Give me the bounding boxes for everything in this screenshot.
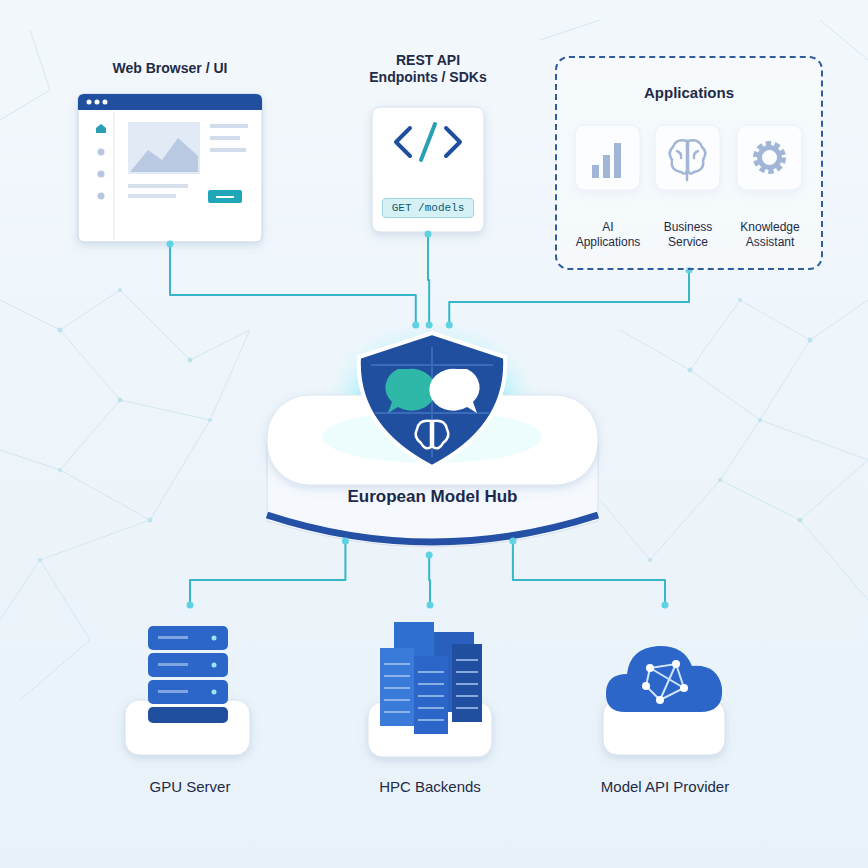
browser-ui-box: Web Browser / UI bbox=[70, 60, 270, 244]
hub-platform: European Model Hub bbox=[265, 325, 600, 555]
backend-box: HPC Backends bbox=[340, 605, 520, 797]
api-card: REST API Endpoints / SDKsGET /models bbox=[352, 52, 504, 234]
connector-dot bbox=[342, 538, 349, 545]
connector-dot bbox=[446, 322, 453, 329]
connector-line bbox=[509, 538, 668, 609]
connector-dot bbox=[425, 231, 432, 238]
connector-dot bbox=[662, 602, 669, 609]
connector-line bbox=[426, 552, 434, 609]
backend-label: HPC Backends bbox=[379, 778, 481, 795]
cloud-illustration bbox=[603, 646, 725, 755]
connector-dot bbox=[426, 552, 433, 559]
connector-dot bbox=[187, 602, 194, 609]
connector-line bbox=[187, 538, 349, 609]
backend-box: Model API Provider bbox=[575, 605, 755, 797]
group-heading: Applications bbox=[644, 84, 734, 101]
connector-path bbox=[428, 234, 429, 325]
hub-platform bbox=[267, 333, 598, 547]
backend-box: GPU Server bbox=[100, 605, 280, 797]
connector-dot bbox=[509, 538, 516, 545]
endpoint-pill: GET /models bbox=[382, 198, 475, 218]
node-label: Web Browser / UI bbox=[113, 60, 228, 77]
hub-label: European Model Hub bbox=[348, 487, 518, 507]
app-card: Knowledge Assistant bbox=[731, 122, 809, 252]
connector-path bbox=[449, 270, 689, 325]
app-label: Knowledge Assistant bbox=[732, 220, 808, 250]
connector-dot bbox=[167, 241, 174, 248]
connector-path bbox=[513, 541, 665, 605]
applications-group: Applications AI ApplicationsBusiness Serv… bbox=[555, 56, 823, 270]
gpu-server-illustration bbox=[125, 626, 250, 755]
api-card bbox=[372, 107, 484, 232]
app-card: Business Service bbox=[649, 122, 727, 252]
backend-label: GPU Server bbox=[150, 778, 231, 795]
browser-illustration bbox=[78, 94, 262, 242]
connector-line bbox=[446, 267, 693, 329]
hpc-illustration bbox=[368, 622, 492, 757]
node-label: REST API Endpoints / SDKs bbox=[363, 52, 493, 86]
connector-line bbox=[425, 231, 433, 329]
connector-dot bbox=[426, 322, 433, 329]
connector-path bbox=[190, 541, 345, 605]
connector-path bbox=[428, 555, 431, 605]
backend-label: Model API Provider bbox=[601, 778, 729, 795]
connector-line bbox=[167, 241, 420, 329]
connector-dot bbox=[427, 602, 434, 609]
connector-dot bbox=[412, 322, 419, 329]
connector-path bbox=[170, 244, 416, 325]
app-label: AI Applications bbox=[570, 220, 646, 250]
app-label: Business Service bbox=[650, 220, 726, 250]
app-card: AI Applications bbox=[569, 122, 647, 252]
